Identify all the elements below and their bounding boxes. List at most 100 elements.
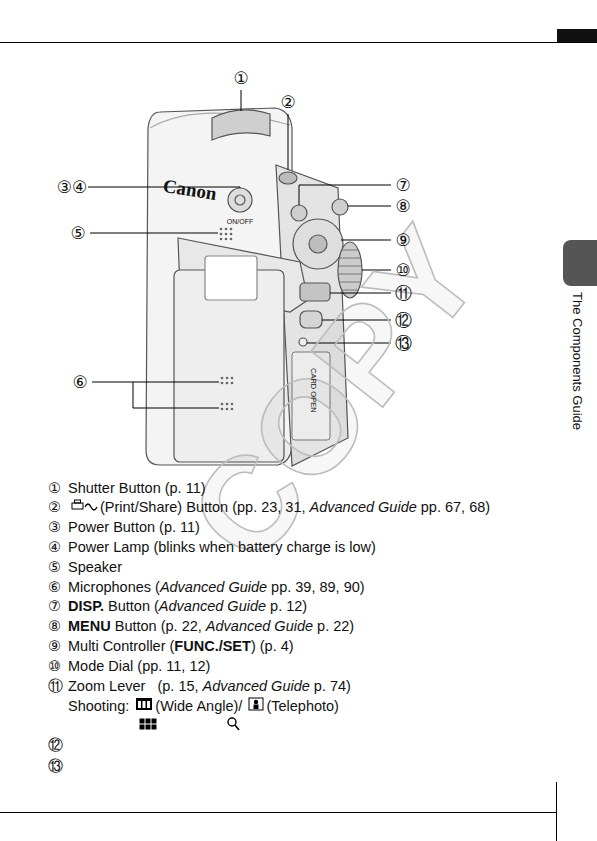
leader-line <box>288 114 289 170</box>
callout-number: ⑪ <box>395 285 412 302</box>
speaker-grille <box>225 238 228 241</box>
item-text: Multi Controller ( <box>68 637 174 655</box>
list-line: DISP. Button (Advanced Guide p. 12) <box>68 597 307 615</box>
item-number: ⑫ <box>48 736 63 754</box>
item-number: ⑩ <box>48 657 61 675</box>
list-line: MENU Button (p. 22, Advanced Guide p. 22… <box>68 617 354 635</box>
microphone <box>221 403 224 406</box>
microphone <box>231 408 234 411</box>
item-text: Zoom Lever (p. 15, <box>68 677 203 695</box>
item-text: MENU <box>68 617 111 635</box>
speaker-grille <box>225 233 228 236</box>
speaker-grille <box>220 228 233 241</box>
callout-number: ② <box>280 94 295 111</box>
control-buttons <box>309 235 327 253</box>
control-buttons <box>291 205 307 221</box>
list-line: Power Button (p. 11) <box>68 518 200 536</box>
page-tab <box>557 29 597 42</box>
list-line: ⑥ <box>48 578 61 596</box>
page-rule <box>0 43 597 841</box>
playback-zoom-icon <box>146 725 150 729</box>
callout-number: ⑤ <box>70 225 85 242</box>
item-text: Shooting: <box>68 697 133 715</box>
wide-icon <box>147 701 150 708</box>
button-marking: ON/OFF <box>227 218 253 225</box>
speaker-grille <box>225 228 228 231</box>
microphone <box>221 408 224 411</box>
print-icon <box>85 504 97 510</box>
print-icon <box>72 503 83 509</box>
list-line: Speaker <box>68 558 122 576</box>
item-number: ① <box>48 479 61 497</box>
leader-line <box>92 382 219 383</box>
playback-zoom-icon <box>228 718 236 726</box>
microphone <box>221 377 224 380</box>
tele-icon <box>254 705 259 710</box>
callout-number: ⑩ <box>395 262 410 279</box>
list-line: Zoom Lever (p. 15, Advanced Guide p. 74) <box>68 677 351 695</box>
item-number: ⑧ <box>48 617 61 635</box>
item-number: ⑦ <box>48 597 61 615</box>
callout-number: ⑬ <box>395 335 412 352</box>
tele-icon <box>249 698 263 710</box>
shutter-button <box>212 110 270 140</box>
print-icon <box>70 498 98 516</box>
page-rule <box>556 782 557 841</box>
page-rule <box>0 812 556 813</box>
leader-line <box>90 233 218 234</box>
wide-icon <box>135 697 153 715</box>
list-line: ⑨ <box>48 637 61 655</box>
list-line: ⑪ <box>48 677 63 695</box>
item-text: Shutter Button (p. 11) <box>68 479 206 497</box>
page-rule <box>0 42 597 43</box>
speaker-grille <box>220 228 223 231</box>
item-number: ④ <box>48 538 61 556</box>
playback-zoom-icon <box>146 719 150 723</box>
reference-title: Advanced Guide <box>310 498 417 516</box>
leader-line <box>241 90 242 111</box>
speaker-grille <box>220 238 223 241</box>
item-text: Speaker <box>68 558 122 576</box>
list-line: Shooting: (Wide Angle)/ (Telephoto) <box>68 697 339 715</box>
item-number: ⑪ <box>48 677 63 695</box>
chapter-title: The Components Guide <box>571 292 584 430</box>
callout-number: ⑦ <box>395 177 410 194</box>
callout-number: ⑥ <box>72 374 87 391</box>
list-line: ④ <box>48 538 61 556</box>
list-line: (Print/Share) Button (pp. 23, 31, Advanc… <box>68 498 490 516</box>
microphone <box>231 382 234 385</box>
reference-title: Advanced Guide <box>160 578 267 596</box>
speaker-grille <box>220 233 223 236</box>
chapter-tab <box>563 240 597 286</box>
playback-zoom-icon <box>140 725 144 729</box>
list-line: ⑫ <box>48 736 63 754</box>
lcd-panel <box>205 256 257 300</box>
item-text: (Wide Angle)/ <box>155 697 246 715</box>
wide-icon <box>135 697 153 711</box>
leader-line <box>299 185 391 205</box>
item-text: ) (p. 4) <box>251 637 294 655</box>
power-button <box>235 195 245 205</box>
microphone <box>231 377 234 380</box>
item-text: DISP. <box>68 597 104 615</box>
microphone <box>231 403 234 406</box>
reference-title: Advanced Guide <box>203 677 310 695</box>
microphone <box>221 377 234 411</box>
playback-zoom-icon <box>140 718 239 730</box>
shutter-button <box>212 110 270 140</box>
playback-zoom-icon <box>235 725 239 730</box>
item-number: ⑨ <box>48 637 61 655</box>
wide-icon <box>143 701 146 708</box>
list-line: ⑩ <box>48 657 61 675</box>
wide-icon <box>136 698 152 710</box>
item-text: p. 74) <box>310 677 351 695</box>
tele-icon <box>248 697 264 715</box>
list-line: ⑤ <box>48 558 61 576</box>
speaker-grille <box>230 233 233 236</box>
microphone <box>226 382 229 385</box>
microphone <box>226 403 229 406</box>
item-text: Button ( <box>104 597 159 615</box>
speaker-grille <box>230 238 233 241</box>
wide-icon <box>138 701 141 708</box>
list-line: Mode Dial (pp. 11, 12) <box>68 657 210 675</box>
